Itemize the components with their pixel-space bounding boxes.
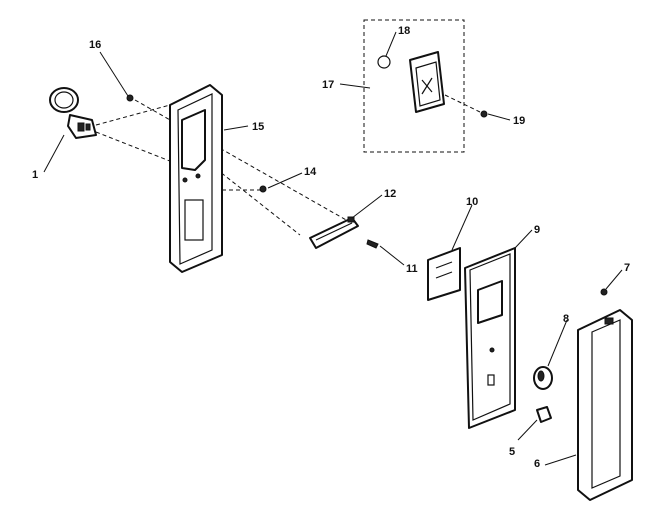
part-12-bracket bbox=[309, 216, 359, 249]
part-labels: 1 16 15 14 12 11 10 9 7 8 5 6 17 18 19 bbox=[32, 25, 630, 470]
part-8-knob bbox=[533, 366, 553, 390]
part-9-front-panel bbox=[464, 247, 516, 429]
label-15: 15 bbox=[252, 121, 264, 133]
label-19: 19 bbox=[513, 115, 525, 127]
leader-lines bbox=[43, 31, 623, 466]
label-8: 8 bbox=[563, 313, 569, 325]
part-1-coil-switch bbox=[49, 87, 97, 139]
label-6: 6 bbox=[534, 458, 540, 470]
label-14: 14 bbox=[304, 166, 317, 178]
label-10: 10 bbox=[466, 196, 478, 208]
label-9: 9 bbox=[534, 224, 540, 236]
part-17-kit-group bbox=[363, 19, 488, 153]
part-10-plate bbox=[427, 247, 461, 301]
part-11-screw bbox=[366, 239, 379, 249]
part-16-screw bbox=[126, 94, 134, 102]
part-15-rear-panel bbox=[169, 84, 223, 273]
label-18: 18 bbox=[398, 25, 410, 37]
label-5: 5 bbox=[509, 446, 515, 458]
assembly-lines bbox=[95, 94, 481, 236]
label-7: 7 bbox=[624, 262, 630, 274]
label-17: 17 bbox=[322, 79, 334, 91]
part-7-screw bbox=[600, 288, 608, 296]
label-11: 11 bbox=[406, 263, 418, 275]
label-16: 16 bbox=[89, 39, 101, 51]
label-1: 1 bbox=[32, 169, 38, 181]
label-12: 12 bbox=[384, 188, 396, 200]
part-14-screw bbox=[259, 185, 267, 193]
part-6-frame bbox=[577, 309, 633, 501]
part-5-small-knob bbox=[536, 406, 552, 423]
